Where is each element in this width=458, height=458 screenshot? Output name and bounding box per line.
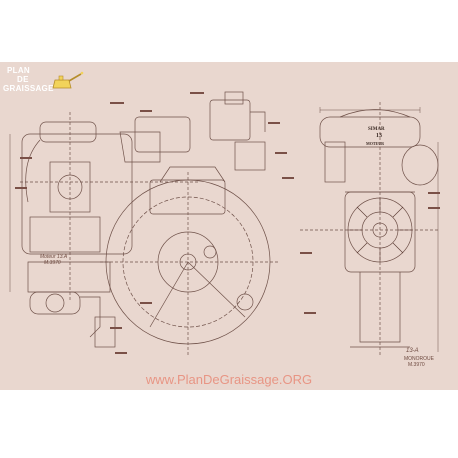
plan-de-graissage-logo: PLAN DE GRAISSAGE: [3, 66, 89, 96]
motor-label-1: MONOROUE: [404, 356, 434, 362]
rotor-spokes: [348, 198, 412, 262]
flywheel-assembly: [100, 166, 280, 357]
motor-label-2: M.3970: [408, 362, 425, 368]
oil-can-icon: [52, 71, 84, 89]
engine-label-2: M.3970: [44, 260, 61, 266]
engine-side-view: [20, 112, 200, 302]
logo-line-1: PLAN: [7, 66, 30, 75]
plate-brand: SIMAR: [368, 127, 385, 132]
model-label: 13-A: [406, 348, 419, 354]
plate-type: MOTEUR: [366, 141, 384, 146]
carburetor-assembly: [209, 91, 266, 171]
engine-label-1: Moteur 13.A: [40, 254, 68, 260]
logo-line-2: DE: [17, 75, 29, 84]
logo-text: PLAN DE GRAISSAGE: [3, 66, 54, 93]
plate-number: 13: [376, 133, 382, 139]
part-number-marks: [15, 92, 440, 354]
pulley-detail: [29, 291, 116, 348]
dimension-lines: [9, 107, 439, 352]
site-watermark: www.PlanDeGraissage.ORG: [145, 372, 313, 387]
engine-blueprint-drawing: [9, 91, 440, 357]
logo-line-3: GRAISSAGE: [3, 84, 54, 93]
